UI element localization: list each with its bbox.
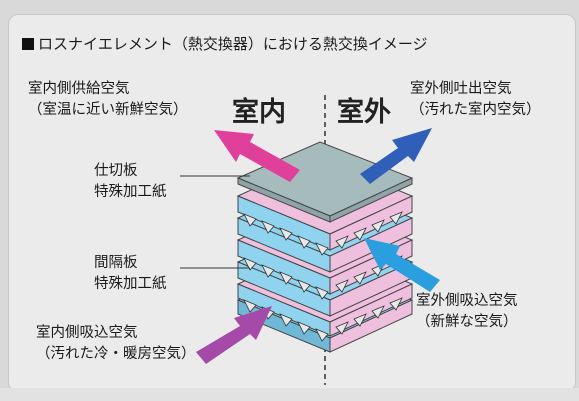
outdoor-header: 室外 [337, 97, 391, 128]
indoor-supply-label-1: 室内側供給空気 [28, 81, 130, 97]
outdoor-intake-label-1: 室外側吸込空気 [416, 293, 518, 309]
diagram-title: ロスナイエレメント（熱交換器）における熱交換イメージ [22, 33, 428, 54]
indoor-header: 室内 [232, 97, 286, 128]
indoor-supply-arrow [214, 130, 300, 182]
indoor-intake-arrow [196, 306, 272, 364]
bullet-square-icon [22, 37, 34, 50]
partition-label-1: 仕切板 [94, 163, 138, 179]
outdoor-exhaust-label-1: 室外側吐出空気 [410, 81, 512, 97]
indoor-intake-label-2: （汚れた冷・暖房空気） [36, 346, 196, 362]
outdoor-intake-arrow [364, 238, 440, 292]
diagram-title-text: ロスナイエレメント（熱交換器）における熱交換イメージ [38, 35, 428, 53]
indoor-supply-label-2: （室温に近い新鮮空気） [28, 102, 188, 118]
partition-label-2: 特殊加工紙 [94, 184, 167, 200]
outdoor-intake-label-2: （新鮮な空気） [416, 314, 518, 330]
outdoor-exhaust-arrow [360, 128, 432, 184]
spacer-label-2: 特殊加工紙 [94, 276, 167, 292]
page-bottom-strip [0, 388, 579, 401]
outdoor-exhaust-label-2: （汚れた室内空気） [410, 102, 541, 118]
spacer-label-1: 間隔板 [94, 255, 138, 271]
indoor-intake-label-1: 室内側吸込空気 [36, 325, 138, 341]
